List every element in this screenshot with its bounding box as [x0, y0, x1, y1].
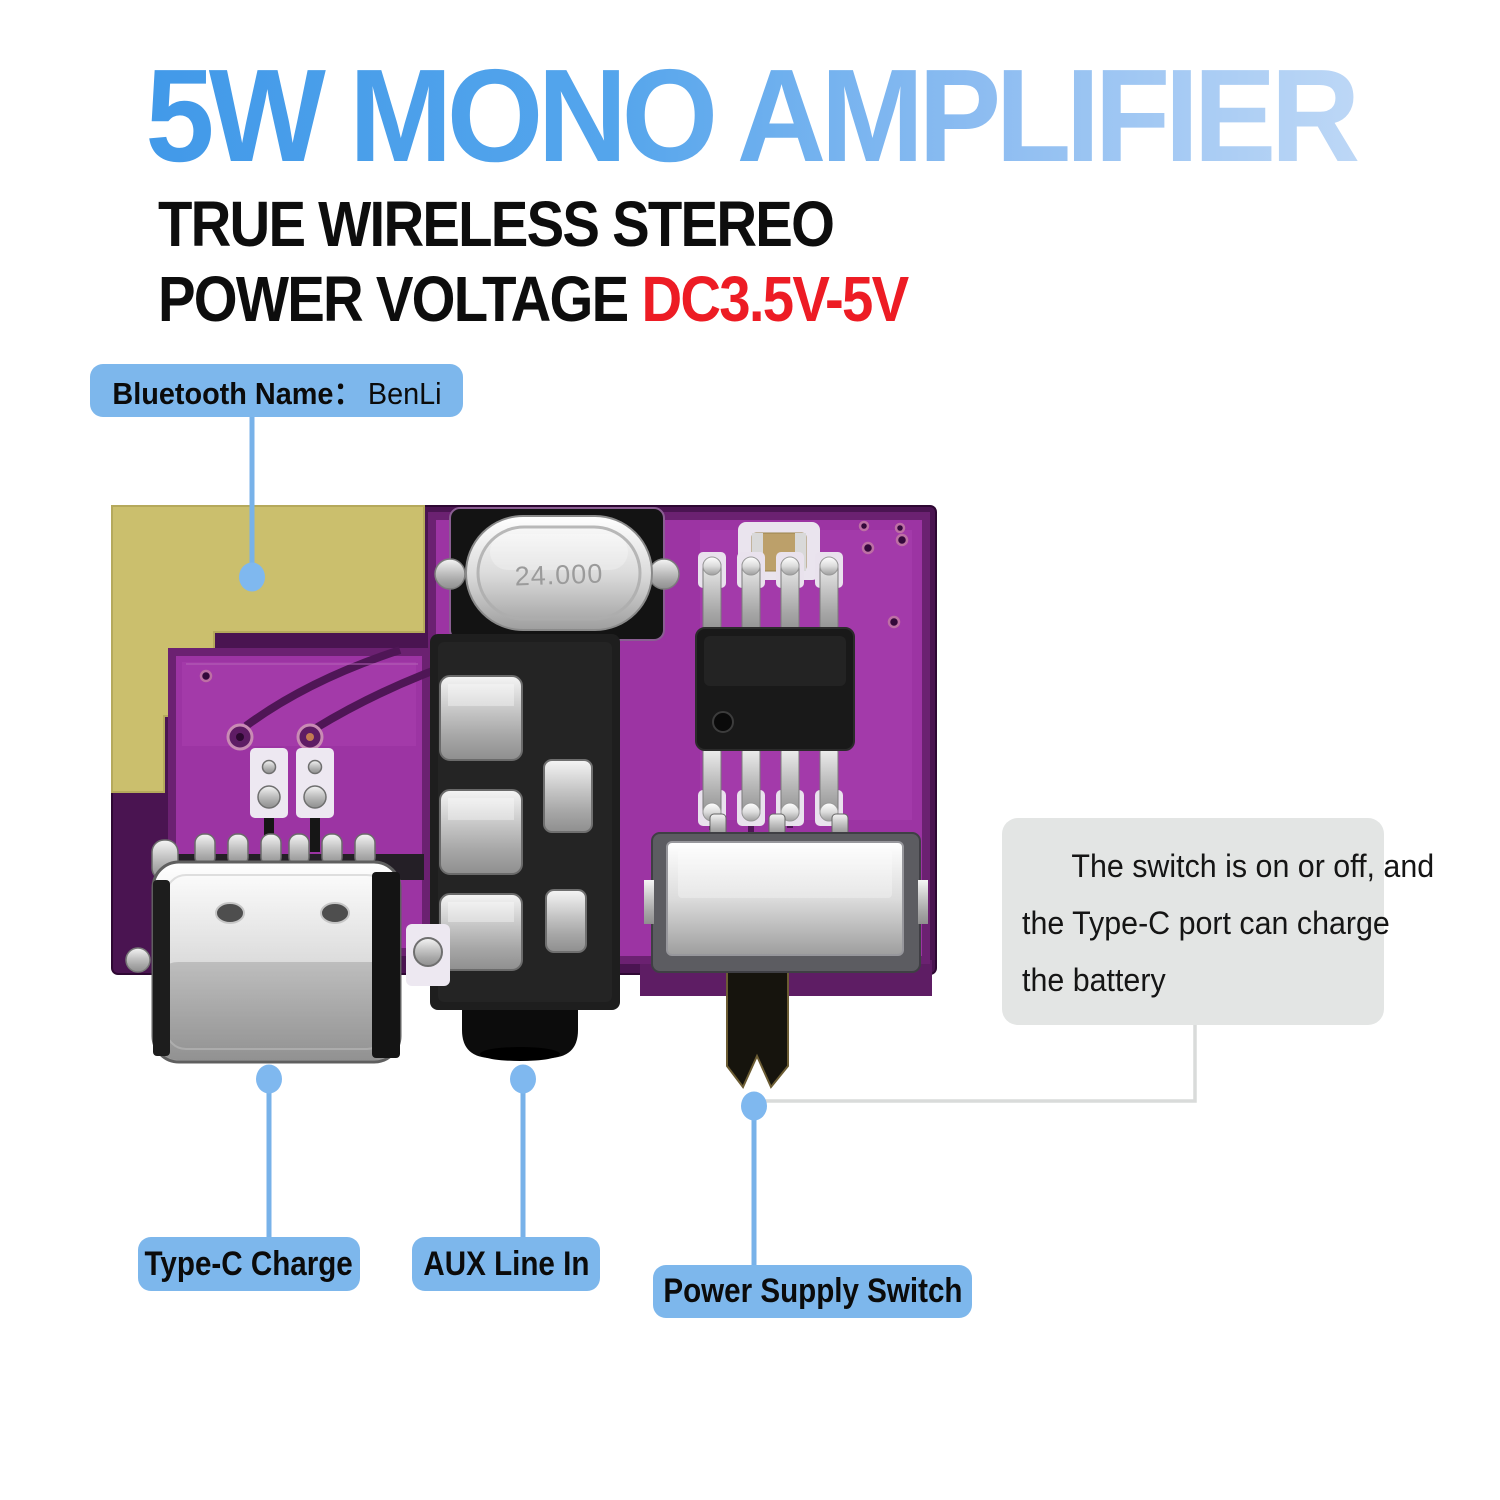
power-supply-switch-label: Power Supply Switch: [653, 1265, 972, 1318]
aux-jack: [430, 634, 620, 1061]
power-switch: [644, 813, 928, 1089]
switch-note-callout: The switch is on or off, and the Type-C …: [1002, 818, 1435, 1025]
note-connector-line: [760, 1018, 1197, 1103]
bluetooth-name-value: BenLi: [367, 376, 442, 411]
note-line-3: the battery: [1022, 962, 1166, 998]
crystal-oscillator: 24.000: [434, 507, 680, 641]
page-title: 5W MONO AMPLIFIER: [45, 50, 1455, 182]
leader-dot-aux: [510, 1064, 536, 1094]
note-line-1: The switch is on or off, and: [1071, 848, 1435, 884]
pcb-board: 24.000: [111, 505, 937, 1089]
switch-lever: [726, 959, 789, 1089]
crystal-marking: 24.000: [514, 558, 604, 591]
ic-chip: [695, 552, 855, 826]
leader-dot-type-c: [256, 1064, 282, 1094]
subtitle-line1: TRUE WIRELESS STEREO: [158, 188, 835, 260]
bluetooth-name-key: Bluetooth Name：: [111, 376, 362, 411]
subtitle-power-voltage: POWER VOLTAGE: [158, 263, 629, 335]
type-c-charge-label: Type-C Charge: [138, 1237, 360, 1291]
subtitle-voltage-value: DC3.5V-5V: [641, 263, 909, 335]
leader-dot-power: [741, 1091, 767, 1121]
type-c-port: [125, 833, 424, 1064]
aux-line-in-label: AUX Line In: [412, 1237, 600, 1291]
note-line-2: the Type-C port can charge: [1022, 905, 1390, 941]
bluetooth-name-label: Bluetooth Name：BenLi: [90, 364, 463, 417]
leader-dot-bluetooth: [239, 562, 265, 592]
